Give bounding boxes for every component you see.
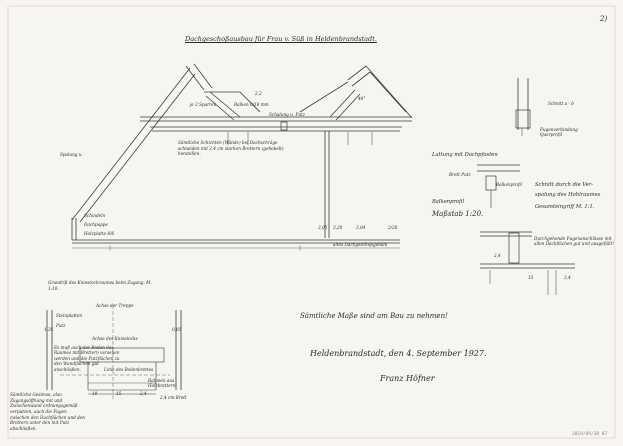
label-floor-line: Linie des Bodenbrettes <box>104 367 154 372</box>
roof-section <box>71 63 413 251</box>
label-layer3: Holzplatte 8/6 <box>84 231 115 236</box>
label-layer1: Schindeln <box>84 213 106 218</box>
label-dim-a: 2,4 <box>494 253 501 258</box>
label-cut: Schnitt a - b <box>548 101 574 106</box>
page-number: 2) <box>600 15 608 23</box>
plan-dim-2: 10 <box>92 391 98 396</box>
label-wall: Spalung u. <box>60 152 83 157</box>
label-note: Sämtliche Schichten (Wände) bei Dachschr… <box>178 140 284 157</box>
main-note: Sämtliche Maße sind am Bau zu nehmen! <box>300 312 448 320</box>
label-side-note: Durchgehende Fugenanschlüsse mit allen D… <box>534 236 615 247</box>
label-joint: Fugenverbindung Querprofil <box>540 127 578 138</box>
label-putz: Putz <box>56 323 66 328</box>
label-dim2: 3,20 <box>333 225 343 230</box>
label-dim1: 3,05 <box>318 225 328 230</box>
label-kniestock: Achse des Kniestocks <box>92 336 138 341</box>
plan-dim-0: 1,35 <box>44 327 54 332</box>
plan-dim-4: 2,4 <box>140 391 147 396</box>
label-floor: altes Dachgeschoßgebälk <box>333 242 388 247</box>
label-section2: spalung des Hohlraumes <box>535 192 601 198</box>
date-line: Heldenbrandstadt, den 4. September 1927. <box>310 349 487 358</box>
label-dim-top: 2,2 <box>255 91 262 96</box>
label-plan-note: Es muß auch der Boden des Raumes mit Bre… <box>54 345 120 372</box>
label-stairs: Achse der Treppe <box>96 303 134 308</box>
label-scale-2: Gesamteingriff M. 1:1. <box>535 204 595 210</box>
label-frame: Rahmen aus Holzbrettern <box>148 378 176 389</box>
label-angle: 40° <box>358 96 366 101</box>
label-plan-dim-bottom: 2,4 cm Brett <box>160 395 187 400</box>
label-dim-b: 15 <box>528 275 534 280</box>
label-layer2: Dachpappe <box>84 222 108 227</box>
label-plank: Lattung mit Dachpfosten <box>432 152 498 158</box>
archive-stamp: 2019/09/30 07 <box>572 432 608 437</box>
label-wood: Brett Putz <box>449 172 471 177</box>
label-beam-detail: Balkenprofil <box>496 182 522 187</box>
label-rafters: je 2 Sparren <box>190 102 217 107</box>
plan-dim-1: 0,85 <box>172 327 182 332</box>
label-ceiling: Schalung u. Putz <box>269 112 305 117</box>
drawing-title: Dachgeschoßausbau für Frau v. Süß in Hel… <box>185 35 377 43</box>
label-stein: Steinplatten <box>56 313 83 318</box>
label-dim-c: 3,4 <box>564 275 571 280</box>
label-dim4: 3,04 <box>356 225 366 230</box>
plan-dim-3: 15 <box>116 391 122 396</box>
label-beam: Balken 0/18 mm <box>234 102 269 107</box>
ground-plan <box>46 305 182 400</box>
ground-plan-title: Grundriß des Kniestockraumes beim Zugang… <box>48 280 152 291</box>
detail-right <box>477 78 575 295</box>
sheet-border <box>7 5 616 439</box>
plan-footer-note: Sämtliche Gesimse, also Zugangsöffnung m… <box>10 392 86 432</box>
label-balken: Balkenprofil <box>432 199 465 205</box>
label-scale-1: Maßstab 1:20. <box>432 210 484 218</box>
label-section: Schnitt durch die Ver- <box>535 182 593 188</box>
signature: Franz Höfner <box>380 374 435 383</box>
label-dim3: 2/20 <box>388 225 398 230</box>
